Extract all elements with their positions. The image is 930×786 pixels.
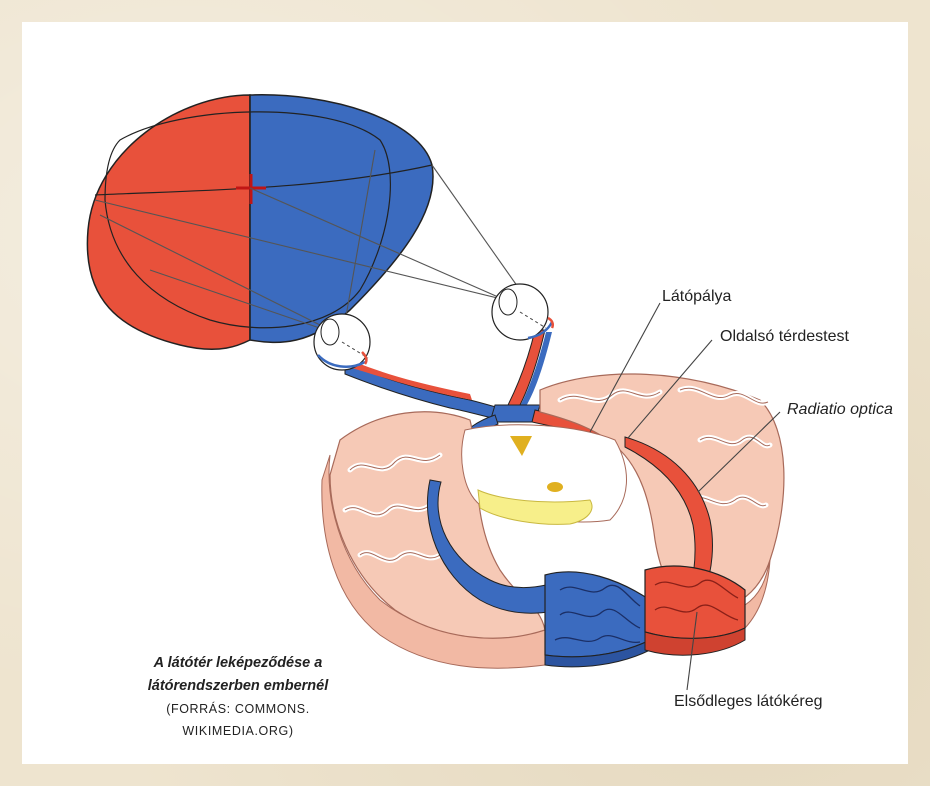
caption-title-line-2: látórendszerben embernél xyxy=(138,675,338,698)
caption-source-line-2: WIKIMEDIA.ORG) xyxy=(138,720,338,742)
gold-oval xyxy=(547,482,563,492)
label-radiatio-optica: Radiatio optica xyxy=(787,401,893,419)
label-latopalya: Látópálya xyxy=(662,288,731,306)
right-eye xyxy=(492,284,553,340)
label-oldalso-terdestest: Oldalsó térdestest xyxy=(720,328,849,346)
visual-field xyxy=(87,95,433,349)
caption-title-line-1: A látótér leképeződése a xyxy=(138,652,338,675)
visual-field-left-half xyxy=(87,95,250,349)
label-elsodleges-latokereg: Elsődleges látókéreg xyxy=(674,693,823,711)
figure-caption: A látótér leképeződése a látórendszerben… xyxy=(138,652,338,742)
visual-field-right-half xyxy=(250,95,433,343)
left-eye xyxy=(314,314,370,370)
caption-source-line-1: (FORRÁS: COMMONS. xyxy=(138,698,338,720)
